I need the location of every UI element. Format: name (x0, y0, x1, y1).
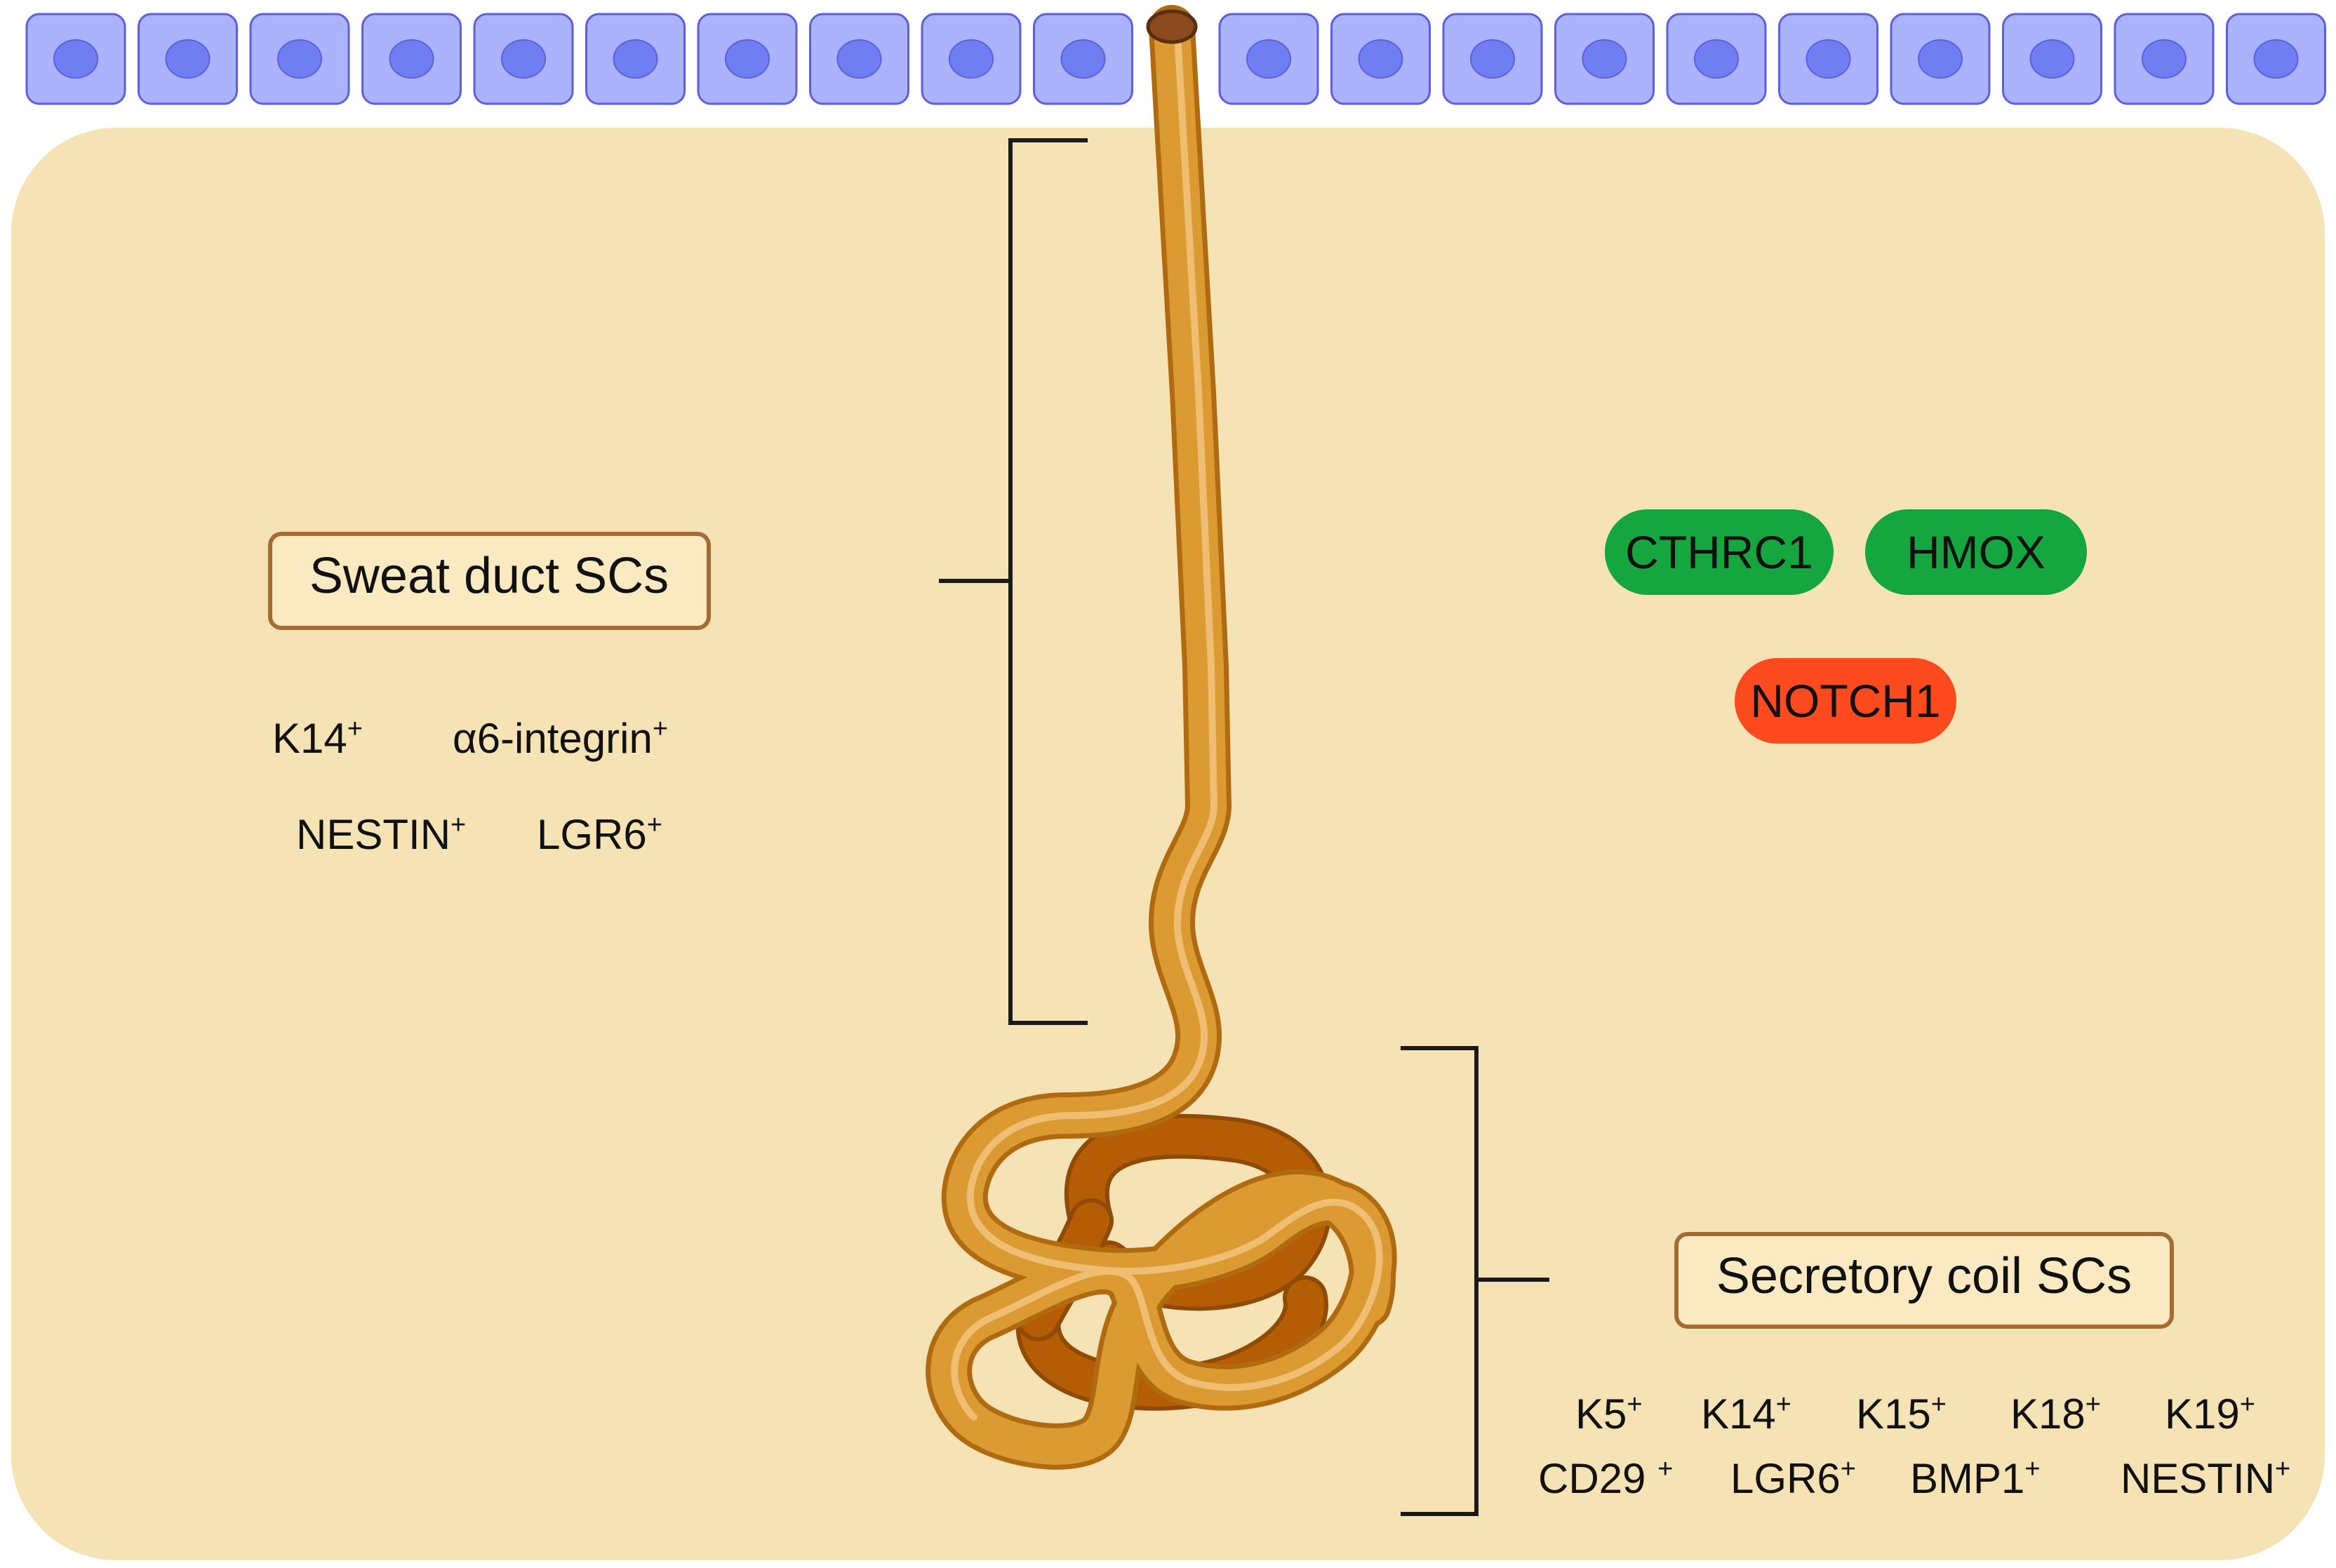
secretory-coil-marker-list: K5+ K14+ K15+ K18+ K19+ CD29 + LGR6+ BMP1+ NESTI… (1538, 1390, 2290, 1502)
cell-nucleus (1806, 39, 1851, 79)
marker-label: K15+ (1856, 1390, 1947, 1438)
cell-nucleus (1582, 39, 1627, 79)
cell-nucleus (389, 39, 434, 79)
epidermal-cell (2114, 13, 2215, 105)
epidermal-cell (1218, 13, 1319, 105)
epidermal-cell (2226, 13, 2326, 105)
epidermis-cell-row (25, 13, 2326, 105)
epidermal-cell (1442, 13, 1543, 105)
epidermal-cell (25, 13, 126, 105)
marker-label: K18+ (2010, 1390, 2101, 1438)
sweat-duct-bracket (939, 138, 1088, 1025)
gene-pill-group: CTHRC1 HMOX NOTCH1 (1605, 509, 2087, 744)
marker-label: LGR6+ (1730, 1454, 1856, 1502)
cell-nucleus (1358, 39, 1403, 79)
cell-nucleus (949, 39, 994, 79)
epidermal-cell (2002, 13, 2102, 105)
marker-label: NESTIN+ (296, 810, 466, 858)
marker-label: K5+ (1575, 1390, 1643, 1438)
cell-nucleus (1470, 39, 1515, 79)
sweat-duct-label: Sweat duct SCs (309, 548, 669, 604)
cell-nucleus (2142, 39, 2187, 79)
gene-pill-label: CTHRC1 (1625, 526, 1813, 578)
epidermal-cell (697, 13, 798, 105)
epidermal-cell (138, 13, 238, 105)
secretory-coil-bracket (1401, 1046, 1549, 1516)
cell-nucleus (836, 39, 882, 79)
epidermal-cell (1554, 13, 1655, 105)
marker-label: BMP1+ (1910, 1454, 2041, 1502)
duct-pore (1146, 9, 1198, 44)
epidermal-cell (1778, 13, 1878, 105)
marker-label: K14+ (272, 714, 363, 762)
epidermal-cell (473, 13, 574, 105)
cell-nucleus (1918, 39, 1963, 79)
cell-nucleus (2029, 39, 2075, 79)
sweat-gland (926, 5, 1397, 1470)
gene-pill: NOTCH1 (1735, 658, 1956, 744)
cell-nucleus (1246, 39, 1291, 79)
epidermal-cell (1890, 13, 1991, 105)
epidermal-cell (921, 13, 1022, 105)
gene-pill: HMOX (1865, 509, 2087, 595)
cell-nucleus (725, 39, 770, 79)
cell-nucleus (1060, 39, 1106, 79)
cell-nucleus (1694, 39, 1739, 79)
epidermal-cell (1666, 13, 1767, 105)
secretory-coil-label: Secretory coil SCs (1716, 1248, 2132, 1304)
epidermal-cell (361, 13, 462, 105)
sweat-duct-tube (926, 5, 1397, 1470)
cell-nucleus (613, 39, 658, 79)
cell-nucleus (501, 39, 546, 79)
gene-pill-label: NOTCH1 (1750, 675, 1940, 727)
secretory-coil-label-box: Secretory coil SCs (1674, 1232, 2174, 1329)
marker-label: CD29 + (1538, 1454, 1673, 1502)
epidermal-cell (585, 13, 686, 105)
epidermal-cell (1033, 13, 1133, 105)
epidermal-cell (809, 13, 909, 105)
marker-label: α6-integrin+ (453, 714, 668, 762)
sweat-duct-label-box: Sweat duct SCs (268, 532, 711, 630)
cell-nucleus (2253, 39, 2299, 79)
marker-label: K14+ (1701, 1390, 1791, 1438)
marker-label: LGR6+ (537, 810, 662, 858)
epidermal-cell (1330, 13, 1431, 105)
marker-label: K19+ (2165, 1390, 2255, 1438)
epidermal-cell (249, 13, 350, 105)
cell-nucleus (165, 39, 211, 79)
gene-pill: CTHRC1 (1605, 509, 1834, 595)
dermis-layer (11, 128, 2325, 1560)
gene-pill-label: HMOX (1907, 526, 2045, 578)
sweat-duct-marker-list: K14+ α6-integrin+ NESTIN+ LGR6+ (272, 714, 668, 858)
marker-label: NESTIN+ (2121, 1454, 2290, 1502)
cell-nucleus (277, 39, 322, 79)
cell-nucleus (53, 39, 98, 79)
